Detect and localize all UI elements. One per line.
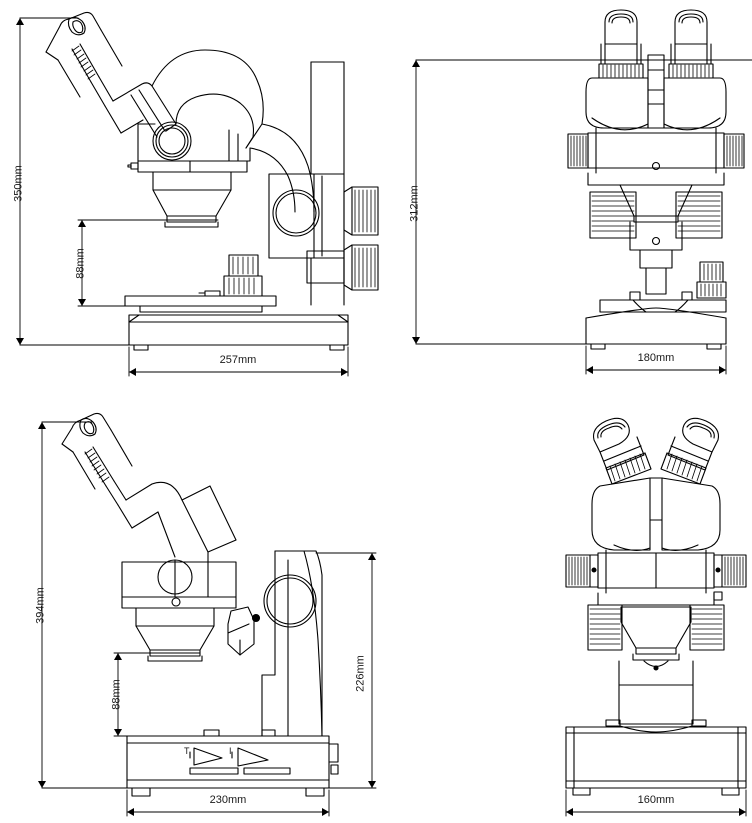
eyepiece-right (668, 9, 714, 79)
dim-257mm (128, 346, 349, 377)
dimension-label-257mm: 257mm (219, 354, 257, 366)
objective-nosepiece (152, 171, 232, 228)
dim-160mm (565, 789, 747, 817)
objective-cone-front (619, 184, 693, 251)
base-plate (128, 314, 349, 351)
focus-knob-left-front (589, 191, 637, 239)
zoom-body-front-2 (565, 549, 747, 606)
focus-knob-right-front (675, 191, 723, 239)
pillar-sleeve-front (639, 249, 673, 295)
support-arm (249, 123, 315, 213)
dim-312mm (412, 59, 752, 345)
pillar-post (310, 61, 345, 306)
dim-226mm (315, 552, 377, 789)
eyepiece-right-2 (660, 417, 720, 485)
dimension-label-312mm: 312mm (408, 185, 421, 222)
base-front (585, 307, 727, 350)
dimension-label-226mm: 226mm (354, 655, 367, 692)
focus-collar-lower (306, 244, 379, 291)
binocular-barrels-2 (591, 477, 721, 551)
illumination-switch-left (189, 747, 239, 775)
dim-180mm (585, 345, 727, 375)
dimension-label-230mm: 230mm (209, 794, 247, 806)
main-body-block-2 (121, 559, 237, 609)
prism-housing (104, 82, 177, 138)
dim-394mm (38, 421, 129, 789)
illumination-switch-right-mark: I (229, 746, 232, 756)
base-mounts-front-2 (605, 719, 707, 733)
view-top-left-side-pole-stand (45, 11, 379, 351)
focus-block (268, 173, 345, 259)
zoom-body-front (567, 127, 745, 186)
view-top-right-front-pole-stand (567, 9, 745, 350)
focus-knob-right-front-2 (689, 604, 725, 651)
stage-clamp-knob (223, 254, 263, 297)
prism-housing-2 (117, 481, 237, 563)
dimension-label-88mm-top: 88mm (74, 248, 87, 279)
dimension-label-350mm: 350mm (12, 165, 25, 202)
dim-350mm (16, 17, 131, 346)
dim-88mm-bottom (113, 652, 201, 737)
view-bottom-left-side-track-stand (61, 412, 339, 797)
dimension-label-180mm: 180mm (637, 352, 675, 364)
eyepiece-tube-icon (45, 11, 123, 107)
dim-230mm (126, 789, 330, 817)
dimension-lines (16, 17, 752, 817)
dimension-label-160mm: 160mm (637, 794, 675, 806)
objective-cone-front-2 (620, 606, 692, 661)
illumination-switch-right (231, 747, 291, 775)
eyepiece-left (598, 9, 644, 79)
lock-lever (227, 606, 261, 656)
focus-knob-left-front-2 (587, 604, 623, 651)
box-base-front-2 (565, 726, 747, 796)
focus-knob-upper (343, 186, 379, 236)
eyepiece-left-2 (592, 417, 652, 485)
dimension-label-394mm: 394mm (34, 587, 47, 624)
dimension-label-88mm-bottom: 88mm (110, 679, 123, 710)
eyepiece-tube-icon-2 (61, 412, 133, 506)
set-screw-nub (127, 162, 139, 170)
binocular-barrels (585, 54, 727, 131)
stage-plate (124, 290, 277, 313)
box-base (126, 729, 339, 797)
stage-clamp-knob-front (696, 261, 727, 299)
zoom-knob-ring (152, 121, 192, 161)
column-front-2 (618, 660, 694, 725)
illumination-switch-left-mark: T (184, 746, 190, 756)
view-bottom-right-front-track-stand (565, 417, 747, 796)
zoom-body-shell (151, 49, 264, 149)
set-screw-right (713, 591, 723, 601)
stage-plate-front (599, 291, 727, 313)
arm-block-2 (261, 550, 323, 737)
dim-88mm-top (77, 219, 219, 307)
